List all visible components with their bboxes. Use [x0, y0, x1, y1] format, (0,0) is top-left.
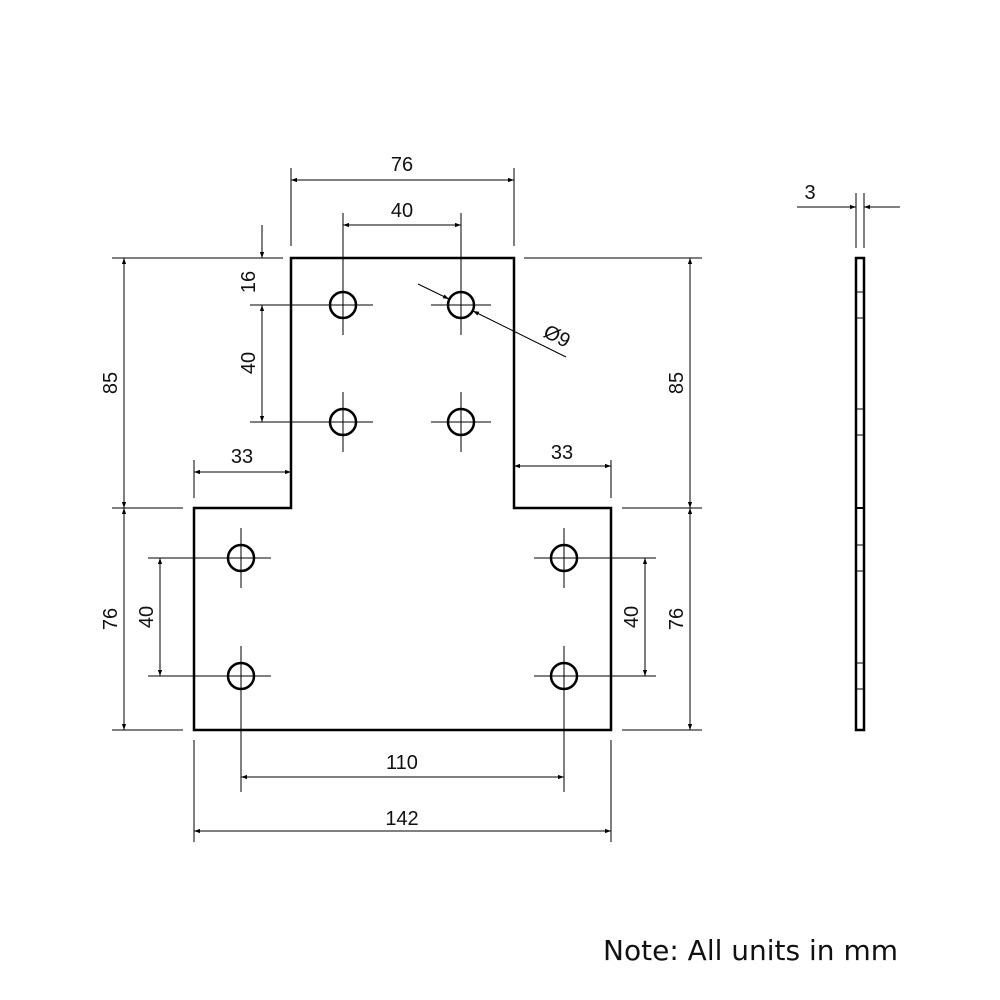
plate-outline	[192, 256, 613, 732]
dim-top-width: 76	[391, 154, 413, 176]
holes	[211, 275, 594, 706]
dim-top-hole-spacing: 40	[391, 200, 413, 222]
dim-left-step: 33	[231, 446, 253, 468]
mounting-hole	[431, 392, 491, 452]
dim-right-lower-hole-spacing: 40	[621, 606, 643, 628]
units-note: Note: All units in mm	[603, 934, 898, 967]
extension-lines	[112, 168, 702, 842]
dim-left-lower-hole-spacing: 40	[136, 606, 158, 628]
dim-left-upper-height: 85	[100, 372, 122, 394]
dim-left-lower-height: 76	[100, 608, 122, 630]
dim-top-hole-vertical-spacing: 40	[238, 352, 260, 374]
dim-hole-diameter: Ø9	[540, 321, 574, 353]
dimension-lines	[121, 177, 693, 834]
dim-right-step: 33	[551, 442, 573, 464]
dim-bottom-width: 142	[385, 808, 418, 830]
dim-thickness: 3	[804, 182, 815, 204]
dim-hole-edge-offset: 16	[238, 271, 260, 293]
mounting-hole	[313, 392, 373, 452]
mounting-hole	[211, 646, 271, 706]
dim-right-lower-height: 76	[666, 608, 688, 630]
dim-right-upper-height: 85	[666, 372, 688, 394]
dim-bottom-hole-spacing: 110	[386, 752, 418, 774]
side-view: 3	[797, 182, 900, 732]
